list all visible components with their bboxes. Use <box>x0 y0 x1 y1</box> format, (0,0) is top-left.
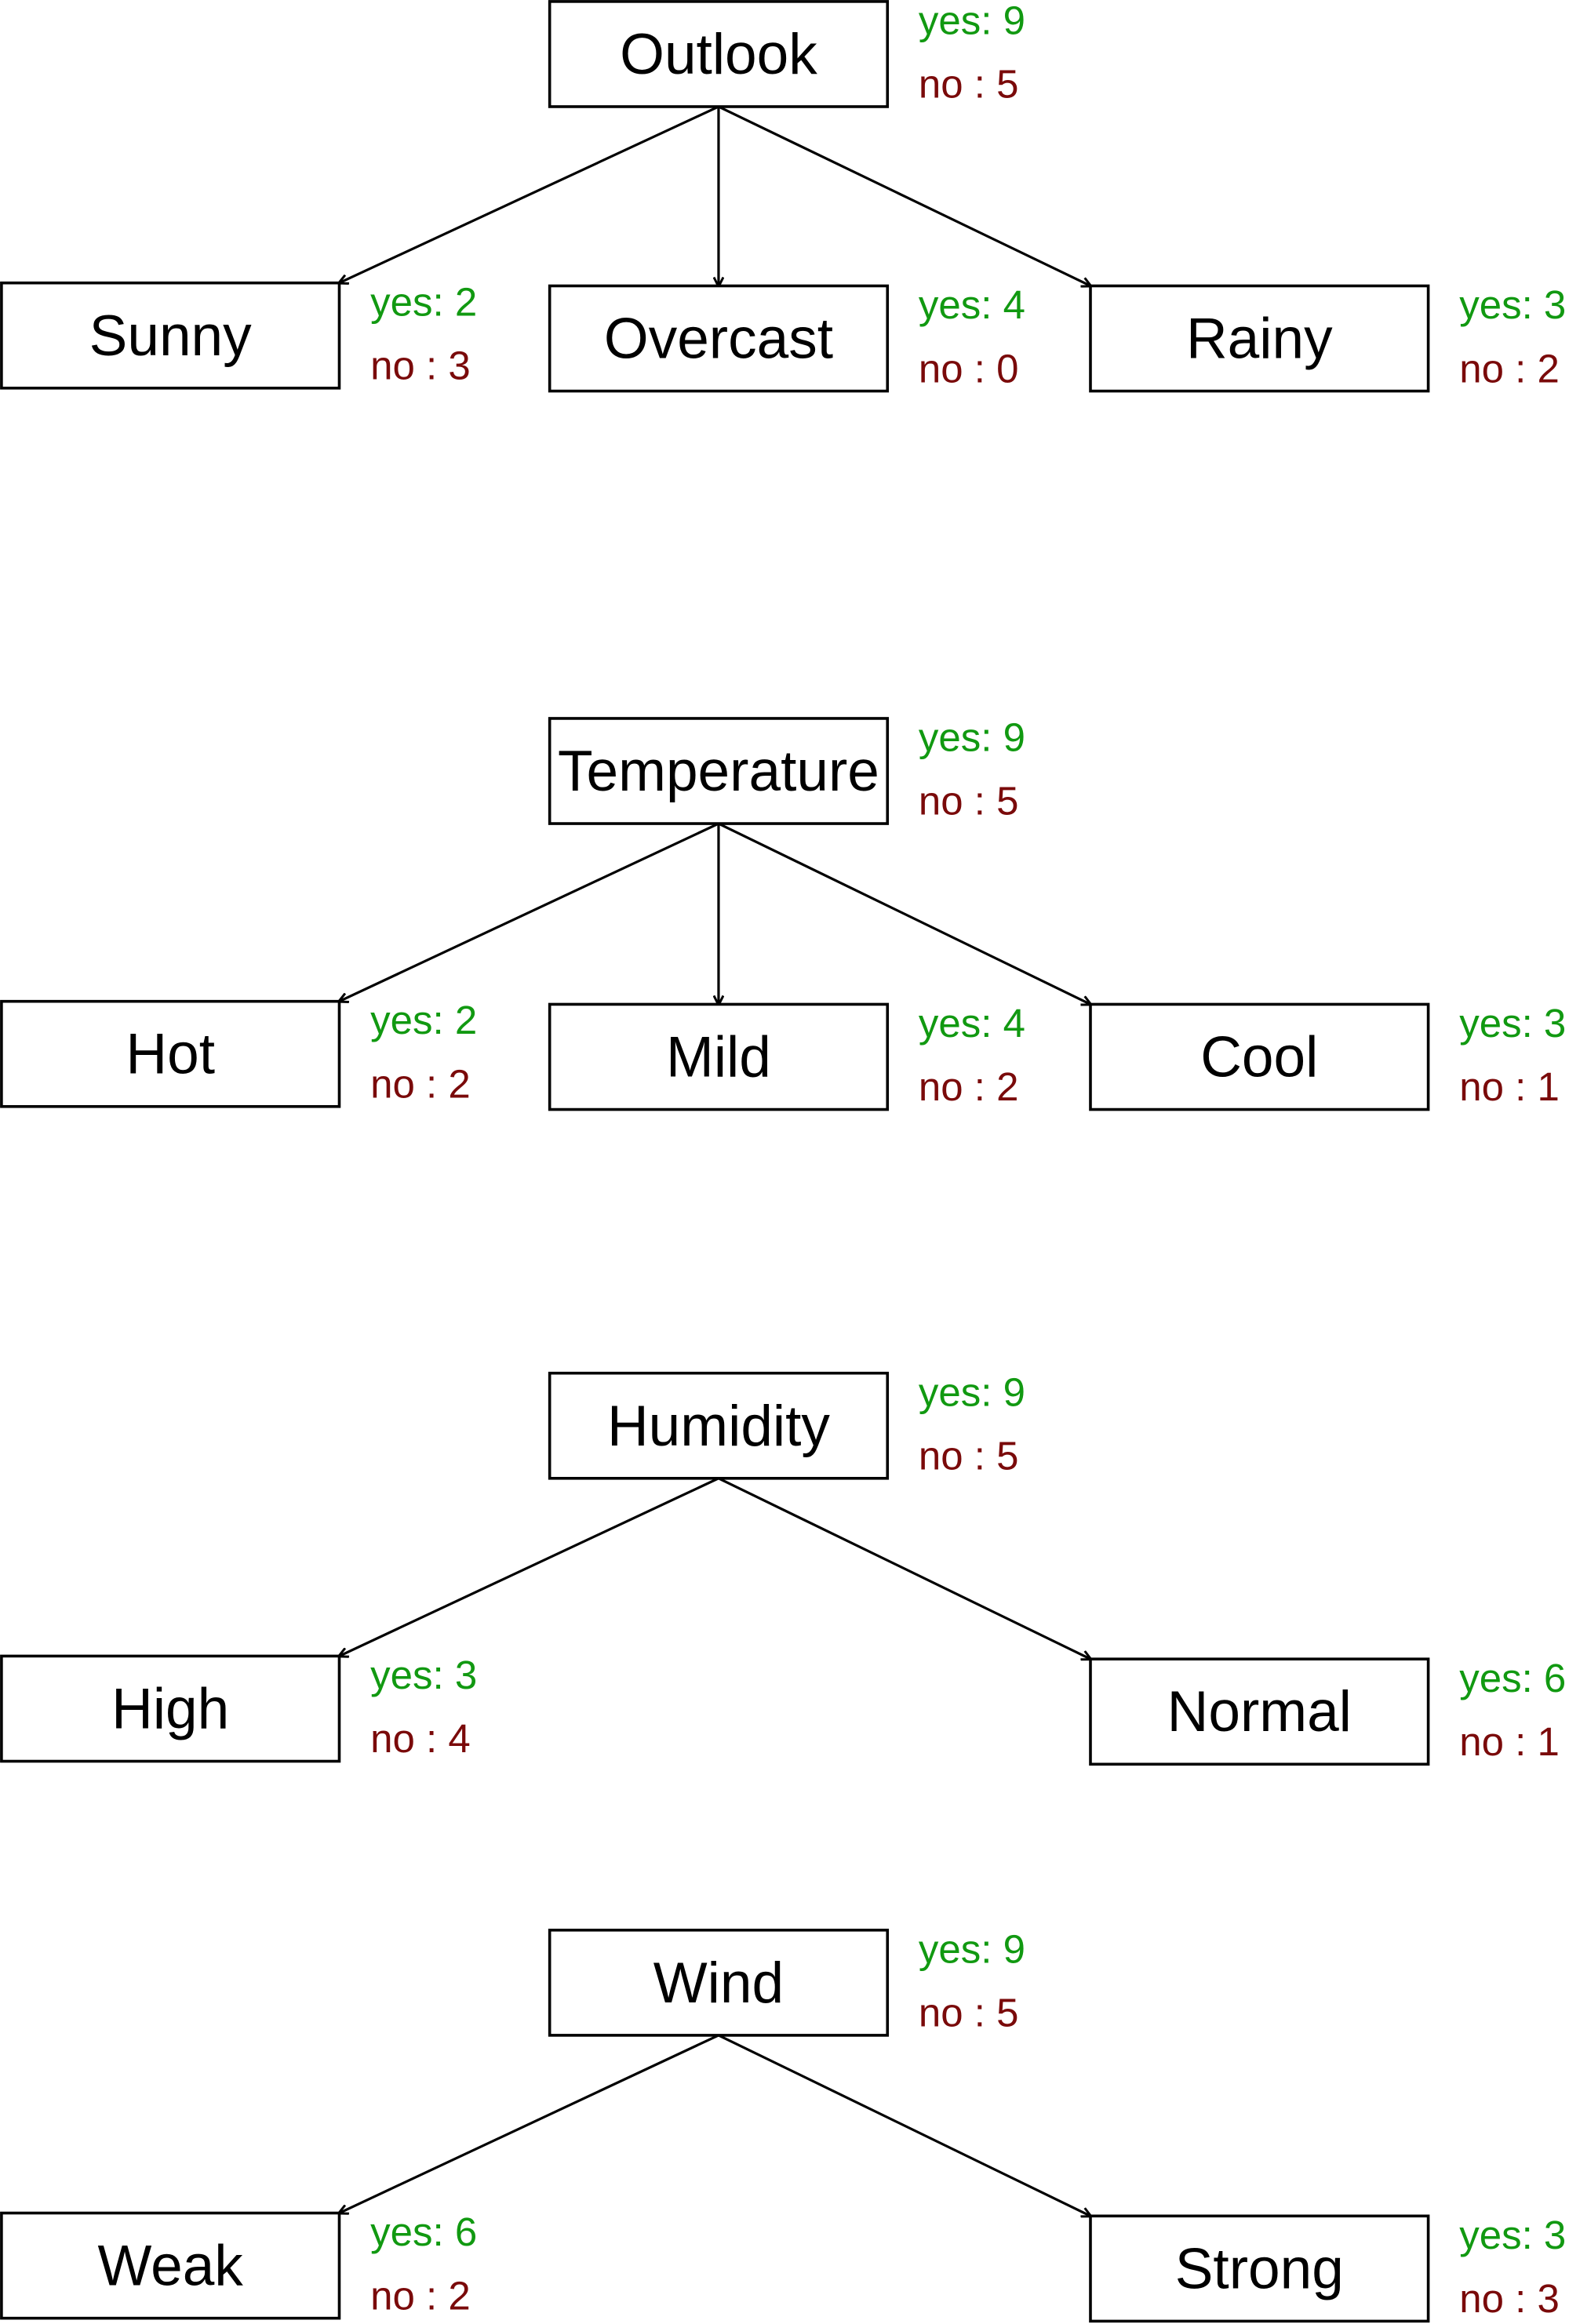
node-normal-box <box>1089 1657 1430 1766</box>
node-outlook-box <box>548 0 890 108</box>
node-mild-box <box>548 1002 890 1111</box>
node-temperature-box <box>548 717 890 825</box>
node-humidity-no-count: no : 5 <box>919 1433 1019 1478</box>
node-cool-box <box>1089 1002 1430 1111</box>
node-strong-box <box>1089 2214 1430 2323</box>
node-mild-label: Mild <box>666 1025 771 1089</box>
node-high: High yes: 3 no : 4 <box>0 1653 477 1763</box>
node-sunny-box <box>0 281 341 390</box>
node-temperature-label: Temperature <box>558 740 879 803</box>
node-normal-no-count: no : 1 <box>1459 1719 1560 1764</box>
node-overcast-label: Overcast <box>604 307 833 371</box>
node-temperature: Temperature yes: 9 no : 5 <box>548 715 1025 825</box>
node-cool-no-count: no : 1 <box>1459 1064 1560 1109</box>
node-rainy-label: Rainy <box>1186 307 1333 371</box>
node-hot-yes-count: yes: 2 <box>370 998 477 1042</box>
node-strong: Strong yes: 3 no : 3 <box>1089 2213 1566 2323</box>
node-temperature-yes-count: yes: 9 <box>919 715 1025 760</box>
node-outlook: Outlook yes: 9 no : 5 <box>548 0 1025 108</box>
node-overcast-box <box>548 284 890 393</box>
node-cool-label: Cool <box>1200 1025 1318 1089</box>
node-overcast: Overcast yes: 4 no : 0 <box>548 282 1025 393</box>
node-wind-label: Wind <box>653 1951 784 2015</box>
node-rainy: Rainy yes: 3 no : 2 <box>1089 282 1566 393</box>
edges-layer <box>339 105 1090 2216</box>
node-rainy-yes-count: yes: 3 <box>1459 282 1566 327</box>
node-weak-label: Weak <box>98 2235 244 2298</box>
node-temperature-no-count: no : 5 <box>919 779 1019 824</box>
node-hot-box <box>0 999 341 1108</box>
node-normal: Normal yes: 6 no : 1 <box>1089 1656 1566 1766</box>
node-overcast-yes-count: yes: 4 <box>919 282 1025 327</box>
node-cool-yes-count: yes: 3 <box>1459 1001 1566 1046</box>
node-sunny-no-count: no : 3 <box>370 343 471 387</box>
node-cool: Cool yes: 3 no : 1 <box>1089 1001 1566 1111</box>
node-rainy-box <box>1089 284 1430 393</box>
edge-temperature-to-hot <box>339 822 719 1002</box>
edge-outlook-to-sunny <box>339 105 719 283</box>
node-high-no-count: no : 4 <box>370 1716 471 1761</box>
node-normal-yes-count: yes: 6 <box>1459 1656 1566 1700</box>
node-sunny-label: Sunny <box>89 304 252 368</box>
node-humidity-box <box>548 1371 890 1480</box>
edge-outlook-to-rainy <box>718 105 1090 286</box>
edge-temperature-to-cool <box>718 822 1090 1004</box>
node-humidity: Humidity yes: 9 no : 5 <box>548 1369 1025 1480</box>
node-wind: Wind yes: 9 no : 5 <box>548 1926 1025 2037</box>
node-hot-label: Hot <box>126 1023 215 1086</box>
node-normal-label: Normal <box>1167 1680 1352 1744</box>
node-strong-yes-count: yes: 3 <box>1459 2213 1566 2257</box>
node-hot: Hot yes: 2 no : 2 <box>0 998 477 1108</box>
node-hot-no-count: no : 2 <box>370 1061 471 1106</box>
edge-wind-to-strong <box>718 2034 1090 2216</box>
node-high-yes-count: yes: 3 <box>370 1653 477 1697</box>
edge-humidity-to-normal <box>718 1477 1090 1659</box>
node-humidity-label: Humidity <box>607 1395 830 1458</box>
node-outlook-label: Outlook <box>620 23 817 86</box>
edge-wind-to-weak <box>339 2034 719 2213</box>
node-weak-box <box>0 2211 341 2320</box>
node-wind-yes-count: yes: 9 <box>919 1926 1025 1971</box>
node-outlook-yes-count: yes: 9 <box>919 0 1025 42</box>
node-mild: Mild yes: 4 no : 2 <box>548 1001 1025 1111</box>
node-high-box <box>0 1654 341 1763</box>
node-sunny: Sunny yes: 2 no : 3 <box>0 279 477 390</box>
node-wind-no-count: no : 5 <box>919 1991 1019 2035</box>
edge-humidity-to-high <box>339 1477 719 1657</box>
node-overcast-no-count: no : 0 <box>919 346 1019 391</box>
node-wind-box <box>548 1929 890 2037</box>
node-rainy-no-count: no : 2 <box>1459 346 1560 391</box>
node-humidity-yes-count: yes: 9 <box>919 1369 1025 1414</box>
node-weak-yes-count: yes: 6 <box>370 2209 477 2254</box>
node-high-label: High <box>111 1677 229 1740</box>
node-outlook-no-count: no : 5 <box>919 62 1019 107</box>
node-mild-yes-count: yes: 4 <box>919 1001 1025 1046</box>
node-sunny-yes-count: yes: 2 <box>370 279 477 324</box>
node-strong-no-count: no : 3 <box>1459 2276 1560 2321</box>
node-weak: Weak yes: 6 no : 2 <box>0 2209 477 2320</box>
node-strong-label: Strong <box>1175 2237 1344 2300</box>
node-mild-no-count: no : 2 <box>919 1064 1019 1109</box>
node-weak-no-count: no : 2 <box>370 2273 471 2318</box>
